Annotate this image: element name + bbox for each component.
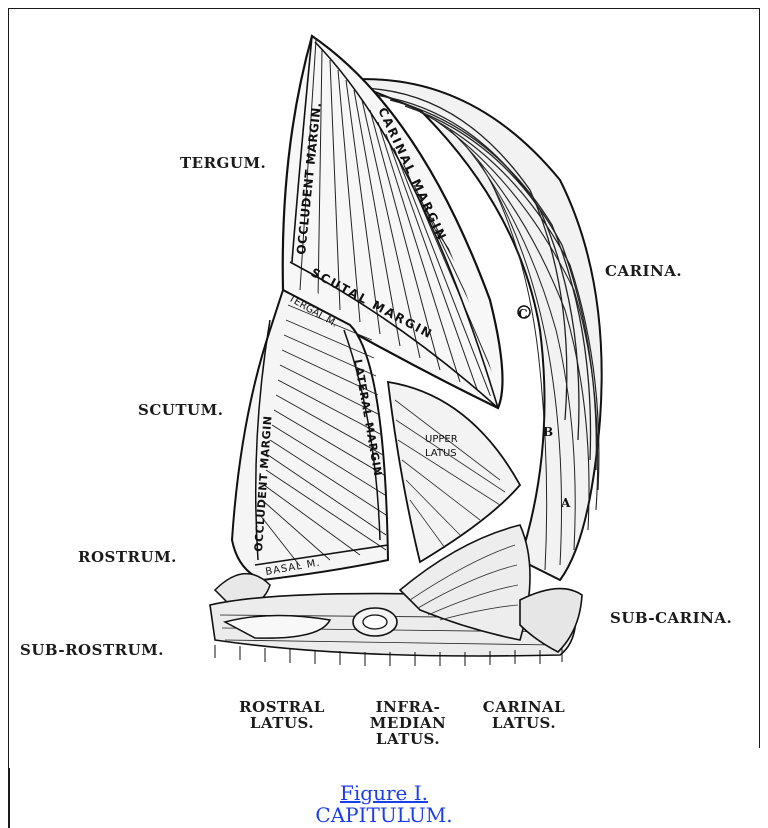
inframedian-latus-line2: MEDIAN: [358, 715, 458, 731]
upper-latus-label-line2: LATUS: [425, 448, 457, 459]
inframedian-latus-label: INFRA- MEDIAN LATUS.: [358, 699, 458, 747]
letter-a-mark: A: [560, 496, 571, 510]
rostral-latus-line2: LATUS.: [232, 715, 332, 731]
carinal-latus-line1: CARINAL: [472, 699, 576, 715]
sub-carina-label: SUB-CARINA.: [610, 609, 732, 627]
tergum-label: TERGUM.: [180, 154, 266, 172]
scutum-label: SCUTUM.: [138, 401, 223, 419]
inframedian-latus-line1: INFRA-: [358, 699, 458, 715]
letter-b-mark: B: [543, 425, 553, 439]
sub-rostrum-label: SUB-ROSTRUM.: [20, 641, 164, 659]
carinal-latus-label: CARINAL LATUS.: [472, 699, 576, 731]
upper-latus-label-line1: UPPER: [425, 434, 458, 445]
letter-c-mark: C: [518, 307, 528, 321]
figure-link[interactable]: Figure I.: [340, 781, 428, 805]
figure-caption: Figure I. CAPITULUM.: [0, 782, 768, 826]
rostral-latus-line1: ROSTRAL: [232, 699, 332, 715]
carina-label: CARINA.: [605, 262, 682, 280]
carinal-latus-line2: LATUS.: [472, 715, 576, 731]
caption-title: CAPITULUM.: [0, 804, 768, 826]
rostral-latus-label: ROSTRAL LATUS.: [232, 699, 332, 731]
rostrum-label: ROSTRUM.: [78, 548, 177, 566]
inframedian-latus-line3: LATUS.: [358, 731, 458, 747]
